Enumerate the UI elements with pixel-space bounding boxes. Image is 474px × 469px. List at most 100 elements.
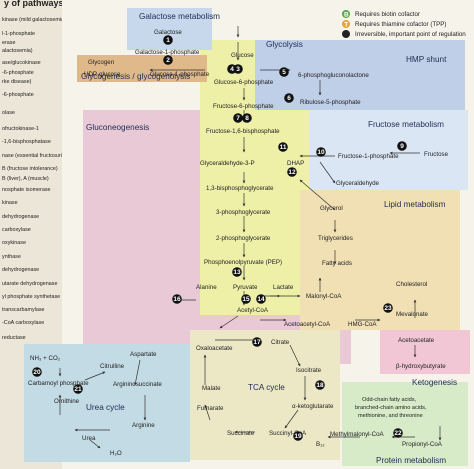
thiamine-icon bbox=[342, 20, 350, 28]
protein-region bbox=[342, 382, 468, 466]
region-title-glycogenesis: Glycogenesis / glycogenolysis bbox=[81, 72, 190, 81]
legend-biotin: Requires biotin cofactor bbox=[355, 11, 420, 18]
step-badge-13 bbox=[232, 267, 242, 277]
step-badge-19 bbox=[293, 431, 303, 441]
step-number: 17 bbox=[253, 339, 261, 346]
met-ribulose-5p: Ribulose-5-phosphate bbox=[300, 99, 361, 106]
met-fatty-acids: Fatty acids bbox=[322, 260, 352, 267]
step-badge-5 bbox=[279, 67, 289, 77]
fructose-region bbox=[310, 110, 468, 190]
left-list-item: oxykinase bbox=[2, 240, 26, 246]
step-number: 12 bbox=[288, 169, 296, 176]
step-badge-14 bbox=[256, 294, 266, 304]
met-13bpg: 1,3-bisphosphoglycerate bbox=[206, 185, 274, 192]
left-list-item: l-1-phosphate bbox=[2, 31, 35, 37]
step-badge-22 bbox=[393, 428, 403, 438]
met-pep: Phosphoenolpyruvate (PEP) bbox=[204, 259, 282, 266]
step-badge-15 bbox=[241, 294, 251, 304]
met-lactate: Lactate bbox=[273, 284, 294, 291]
met-oddchain: Odd-chain fatty acids, branched-chain am… bbox=[355, 397, 428, 419]
step-badge-8 bbox=[242, 113, 252, 123]
met-fructose-1p: Fructose-1-phosphate bbox=[338, 153, 399, 160]
step-number: 18 bbox=[316, 382, 324, 389]
met-mevalonate: Mevalonate bbox=[396, 311, 429, 318]
left-list-item: olase bbox=[2, 110, 15, 116]
left-list-item: dehydrogenase bbox=[2, 214, 39, 220]
step-number: 10 bbox=[317, 149, 325, 156]
met-hmg-coa: HMG-CoA bbox=[348, 321, 377, 328]
met-carbamoyl: Carbamoyl phosphate bbox=[28, 380, 89, 387]
region-title-gluconeogenesis: Gluconeogenesis bbox=[86, 123, 149, 132]
step-number: 1 bbox=[166, 37, 170, 44]
step-badge-18 bbox=[315, 380, 325, 390]
met-fructose-16bp: Fructose-1,6-bisphosphate bbox=[206, 128, 280, 135]
header-title-fragment: y of pathways bbox=[4, 0, 64, 8]
left-list-item: carboxylase bbox=[2, 227, 31, 233]
met-acetyl-coa: Acetyl-CoA bbox=[237, 307, 269, 314]
met-succinate: Succinate bbox=[227, 430, 255, 437]
region-title-galactose: Galactose metabolism bbox=[139, 12, 220, 21]
step-badge-7 bbox=[233, 113, 243, 123]
met-arginine: Arginine bbox=[132, 422, 155, 429]
step-number: 4 bbox=[230, 66, 234, 73]
met-isocitrate: Isocitrate bbox=[296, 367, 322, 374]
met-methylmalonyl: Methylmalonyl-CoA bbox=[330, 431, 385, 438]
step-number: 2 bbox=[166, 57, 170, 64]
step-badge-6 bbox=[284, 93, 294, 103]
region-title-urea: Urea cycle bbox=[86, 403, 125, 412]
left-list-item: transcarbamylase bbox=[2, 307, 45, 313]
step-number: 16 bbox=[173, 296, 181, 303]
region-title-protein: Protein metabolism bbox=[376, 456, 446, 465]
step-badge-10 bbox=[316, 147, 326, 157]
met-pyruvate: Pyruvate bbox=[233, 284, 258, 291]
step-badge-12 bbox=[287, 167, 297, 177]
met-2pg: 2-phosphoglycerate bbox=[216, 235, 271, 242]
step-number: 6 bbox=[287, 95, 291, 102]
met-glyceraldehyde: Glyceraldehyde bbox=[336, 180, 380, 187]
met-galactose: Galactose bbox=[154, 29, 182, 36]
step-number: 8 bbox=[245, 115, 249, 122]
met-triglycerides: Triglycerides bbox=[318, 235, 353, 242]
step-number: 9 bbox=[400, 143, 404, 150]
legend-irreversible: Irreversible, important point of regulat… bbox=[355, 31, 466, 38]
left-list-item: kinase (mild galactosemia) bbox=[2, 17, 66, 23]
step-number: 13 bbox=[233, 269, 241, 276]
step-number: 21 bbox=[74, 386, 82, 393]
biotin-icon bbox=[342, 10, 350, 18]
left-list-item: kinase bbox=[2, 200, 18, 206]
left-list-item: yl phosphate synthetase I bbox=[2, 294, 63, 300]
tca-region bbox=[190, 330, 340, 460]
left-list-item: reductase bbox=[2, 335, 26, 341]
met-ornithine: Ornithine bbox=[54, 398, 80, 405]
met-fructose: Fructose bbox=[424, 151, 449, 158]
met-glycogen: Glycogen bbox=[88, 59, 115, 66]
left-list-item: ynthase bbox=[2, 254, 21, 260]
step-badge-20 bbox=[32, 367, 42, 377]
step-badge-11 bbox=[278, 142, 288, 152]
region-title-glycolysis: Glycolysis bbox=[266, 40, 303, 49]
left-list-item: nase (essential fructosuria) bbox=[2, 153, 67, 159]
met-3pg: 3-phosphoglycerate bbox=[216, 209, 271, 216]
met-g3p: Glyceraldehyde-3-P bbox=[200, 160, 255, 167]
left-list-item: B (fructose intolerance) bbox=[2, 166, 58, 172]
met-glycerol: Glycerol bbox=[320, 205, 343, 212]
step-number: 15 bbox=[242, 296, 250, 303]
step-badge-4 bbox=[227, 64, 237, 74]
step-badge-21 bbox=[73, 384, 83, 394]
left-list-item: alactosemia) bbox=[2, 48, 33, 54]
met-malate: Malate bbox=[202, 385, 221, 392]
step-number: 5 bbox=[282, 69, 286, 76]
region-title-ketogenesis: Ketogenesis bbox=[412, 378, 457, 387]
step-number: 20 bbox=[33, 369, 41, 376]
met-nh3: NH₃ + CO₂ bbox=[30, 355, 61, 362]
left-list-item: B (liver), A (muscle) bbox=[2, 176, 49, 182]
thiamine-mark: T bbox=[344, 22, 348, 29]
step-number: 23 bbox=[384, 305, 392, 312]
step-number: 11 bbox=[280, 144, 287, 151]
pathway-arrows bbox=[58, 26, 442, 449]
step-number: 14 bbox=[257, 296, 265, 303]
met-galactose-1p: Galactose-1-phosphate bbox=[135, 49, 200, 56]
left-list-item: rke disease) bbox=[2, 79, 32, 85]
